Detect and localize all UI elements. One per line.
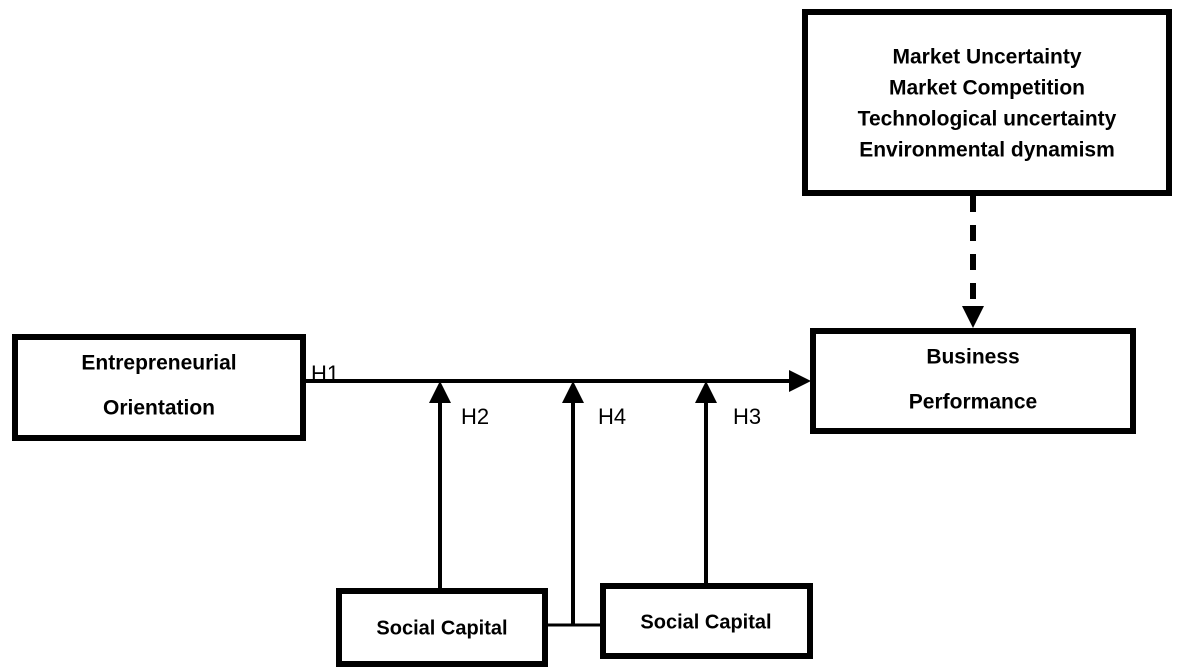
- moderator-label-line2: Market Competition: [889, 77, 1085, 100]
- moderator-node: Market Uncertainty Market Competition Te…: [802, 9, 1172, 196]
- independent-variable-label-line1: Entrepreneurial: [81, 352, 236, 375]
- mediator-left-box-outline: [336, 588, 548, 667]
- dependent-variable-label-line2: Performance: [909, 391, 1037, 414]
- h2-arrow-head-icon: [429, 381, 451, 403]
- hypothesis-label-h2: H2: [461, 404, 489, 429]
- h2-edge: [429, 381, 451, 588]
- mediator-right-label: Social Capital: [640, 611, 771, 633]
- moderation-arrow-head-icon: [962, 306, 984, 328]
- h3-arrow-head-icon: [695, 381, 717, 403]
- mediator-right-box-outline: [600, 583, 813, 659]
- dependent-variable-node: Business Performance: [810, 328, 1136, 434]
- h1-arrow-head-icon: [789, 370, 811, 392]
- hypothesis-label-h3: H3: [733, 404, 761, 429]
- mediator-right-node: Social Capital: [600, 583, 813, 659]
- h1-edge: [305, 370, 811, 392]
- mediator-left-label: Social Capital: [376, 617, 507, 639]
- dependent-variable-label-line1: Business: [926, 346, 1019, 369]
- h4-edge: [562, 381, 584, 625]
- moderator-label-line4: Environmental dynamism: [859, 139, 1115, 162]
- h3-edge: [695, 381, 717, 583]
- moderator-label-line3: Technological uncertainty: [858, 108, 1117, 131]
- moderation-arrow: [962, 196, 984, 328]
- moderator-box-outline: [802, 9, 1172, 196]
- independent-variable-label-line2: Orientation: [103, 397, 215, 420]
- dependent-variable-box-outline: [810, 328, 1136, 434]
- h4-arrow-head-icon: [562, 381, 584, 403]
- hypothesis-label-h1: H1: [311, 361, 339, 386]
- mediator-left-node: Social Capital: [336, 588, 548, 667]
- independent-variable-box-outline: [12, 334, 306, 441]
- independent-variable-node: Entrepreneurial Orientation: [12, 334, 306, 441]
- moderator-label-line1: Market Uncertainty: [892, 46, 1081, 69]
- hypothesis-label-h4: H4: [598, 404, 626, 429]
